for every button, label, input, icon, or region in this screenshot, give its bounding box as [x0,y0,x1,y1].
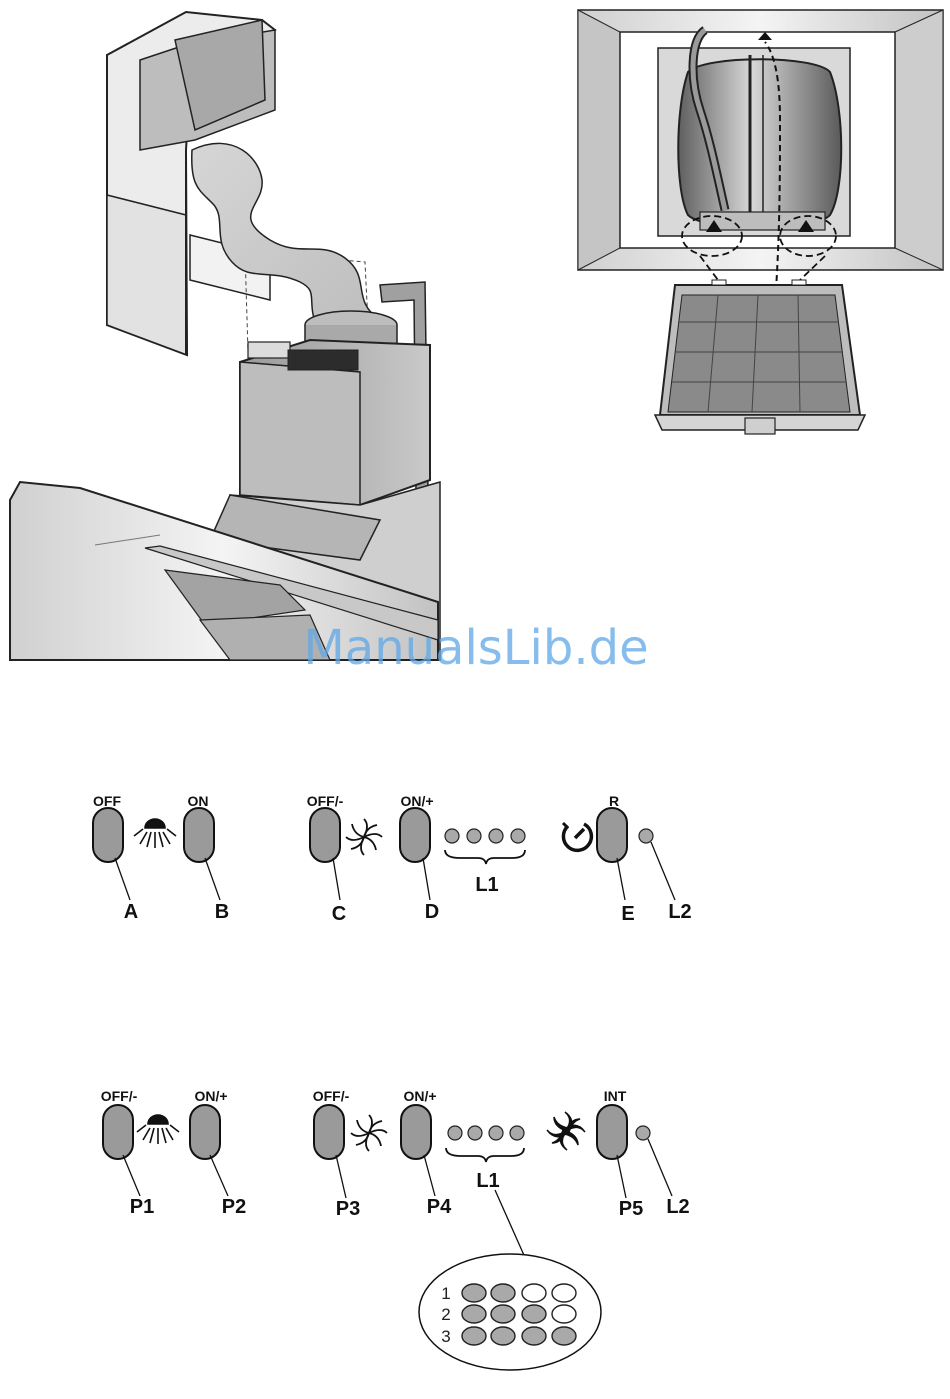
l1-bracket [445,850,525,864]
button-p2-light-up[interactable] [190,1105,220,1159]
flexible-duct [192,143,380,330]
hood-assembly-figure [10,12,440,660]
control-panel-2: OFF/- ON/+ OFF/- ON/+ INT [101,1088,690,1370]
speed-row-label: 1 [441,1284,450,1303]
control-panel-1: OFF ON OFF/- ON/+ R [93,793,692,925]
fan-intensive-icon [547,1112,585,1150]
speed-led-on [491,1284,515,1302]
button-e-reset[interactable] [597,808,627,862]
label-l2: L2 [668,901,691,923]
button-c-fan-down[interactable] [310,808,340,862]
label-fan-on: ON/+ [400,793,433,809]
label-reset: R [609,793,619,809]
label-l1-2: L1 [476,1170,499,1192]
led-l1-3 [489,1126,503,1140]
led-l1-1 [448,1126,462,1140]
timer-icon [563,823,591,850]
speed-row-label: 3 [441,1327,450,1346]
led-l1-3 [489,829,503,843]
motor [678,59,841,228]
label-off: OFF [93,793,121,809]
label-p2: P2 [222,1196,246,1218]
button-p4-fan-up[interactable] [401,1105,431,1159]
button-p5-intensive[interactable] [597,1105,627,1159]
label-p3: P3 [336,1198,360,1220]
speed-led-on [522,1327,546,1345]
button-b-light-on[interactable] [184,808,214,862]
speed-led-on [491,1327,515,1345]
label-l1: L1 [475,874,498,896]
button-a-light-off[interactable] [93,808,123,862]
fan-icon [346,819,382,855]
label-l2-2: L2 [666,1196,689,1218]
led-l2 [639,829,653,843]
speed-led-on [491,1305,515,1323]
label-p5: P5 [619,1198,643,1220]
speed-led-on [552,1327,576,1345]
speed-led-on [462,1305,486,1323]
label-fan-off: OFF/- [307,793,344,809]
label-c: C [332,903,346,925]
filter-installation-figure [578,10,943,434]
l1-bracket [446,1148,524,1162]
button-p1-light-down[interactable] [103,1105,133,1159]
label-fan-off-2: OFF/- [313,1088,350,1104]
speed-led-off [552,1305,576,1323]
label-d: D [425,901,439,923]
label-p4: P4 [427,1196,452,1218]
label-a: A [124,901,138,923]
label-b: B [215,901,229,923]
label-fan-on-2: ON/+ [403,1088,436,1104]
led-l1-4 [510,1126,524,1140]
led-l1-4 [511,829,525,843]
led-l1-2 [467,829,481,843]
button-d-fan-up[interactable] [400,808,430,862]
light-icon [134,819,176,848]
label-light-off: OFF/- [101,1088,138,1104]
led-l1-1 [445,829,459,843]
fan-icon [351,1115,387,1151]
light-icon [137,1115,179,1144]
speed-led-off [552,1284,576,1302]
led-l2 [636,1126,650,1140]
speed-row-label: 2 [441,1305,450,1324]
label-e: E [621,903,634,925]
button-p3-fan-down[interactable] [314,1105,344,1159]
led-l1-2 [468,1126,482,1140]
speed-led-on [462,1327,486,1345]
label-p1: P1 [130,1196,154,1218]
watermark-text: ManualsLib.de [303,620,648,676]
label-int: INT [604,1088,627,1104]
speed-led-on [522,1305,546,1323]
label-light-on: ON/+ [194,1088,227,1104]
speed-indicator-table: 1 2 3 [441,1284,576,1346]
label-on: ON [188,793,209,809]
speed-led-on [462,1284,486,1302]
speed-led-off [522,1284,546,1302]
